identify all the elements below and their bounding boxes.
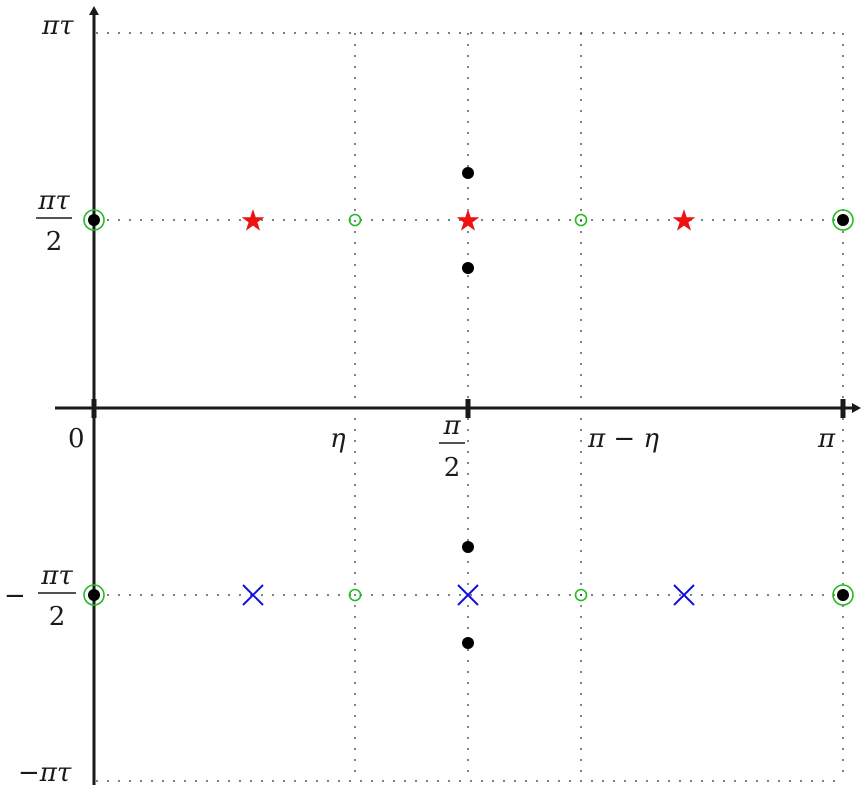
cross-icon	[457, 584, 479, 606]
y-label-top: πτ	[41, 11, 74, 41]
y-label-neg-half-denominator: 2	[49, 602, 66, 632]
star-icon	[672, 209, 696, 231]
open-circle-icon	[574, 213, 588, 227]
filled-dots	[88, 167, 849, 649]
y-label-neg-half-numerator: πτ	[40, 561, 73, 591]
filled-dot-icon	[88, 589, 100, 601]
stars	[241, 209, 696, 231]
x-label-pi-minus-eta: π − η	[587, 424, 659, 454]
y-label-bottom: −πτ	[18, 758, 72, 785]
x-label-zero: 0	[68, 424, 85, 454]
y-label-neg-half-sign: −	[4, 581, 26, 611]
open-circles	[83, 209, 854, 606]
filled-dot-icon	[837, 214, 849, 226]
filled-dot-icon	[462, 541, 474, 553]
open-circle-icon	[348, 588, 362, 602]
open-circle-icon	[832, 209, 854, 231]
x-label-half-pi-numerator: π	[442, 411, 461, 441]
filled-dot-icon	[462, 262, 474, 274]
x-label-eta: η	[330, 424, 346, 454]
y-label-half: πτ 2	[36, 186, 72, 257]
axes	[55, 12, 856, 785]
open-circle-icon	[832, 584, 854, 606]
x-label-half-pi: π 2	[439, 411, 465, 483]
open-circle-icon	[83, 584, 105, 606]
filled-dot-icon	[837, 589, 849, 601]
cross-icon	[673, 584, 695, 606]
y-label-half-denominator: 2	[46, 227, 63, 257]
ticks	[91, 399, 846, 418]
x-label-half-pi-denominator: 2	[444, 453, 461, 483]
y-label-neg-half: − πτ 2	[4, 561, 76, 632]
x-axis-arrow-icon	[852, 403, 861, 413]
crosses	[242, 584, 695, 606]
cross-icon	[242, 584, 264, 606]
open-circle-icon	[348, 213, 362, 227]
filled-dot-icon	[462, 637, 474, 649]
filled-dot-icon	[88, 214, 100, 226]
filled-dot-icon	[462, 167, 474, 179]
x-label-pi: π	[817, 424, 836, 454]
star-icon	[456, 209, 480, 231]
open-circle-icon	[83, 209, 105, 231]
star-icon	[241, 209, 265, 231]
open-circle-icon	[574, 588, 588, 602]
y-label-half-numerator: πτ	[37, 186, 70, 216]
y-axis-arrow-icon	[89, 6, 99, 15]
